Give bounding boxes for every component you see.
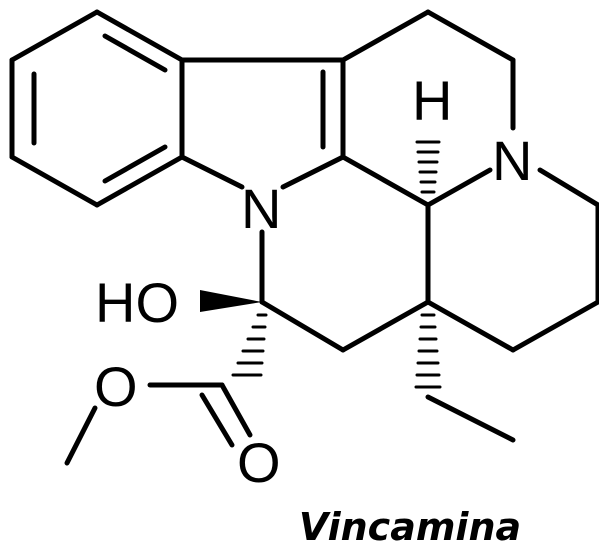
hashed-wedge-to-ethyl <box>414 313 442 389</box>
benzene-ring <box>9 9 185 208</box>
n-atom-label: N <box>492 129 532 192</box>
carbonyl-oxygen-label: O <box>237 431 281 494</box>
bond <box>94 9 185 63</box>
bond <box>340 154 431 208</box>
bond <box>259 299 346 353</box>
hashed-wedge-to-ester <box>231 313 268 377</box>
bond <box>280 154 346 190</box>
hydroxyl-label: HO <box>95 271 179 334</box>
h-atom-label: H <box>412 69 452 132</box>
bond <box>9 154 100 208</box>
compound-name: Vincamina <box>299 505 521 549</box>
ethyl-bond <box>425 394 516 443</box>
n-atom-label: N <box>241 177 281 240</box>
upper-ring <box>340 9 516 208</box>
solid-wedge-to-hydroxyl <box>200 290 262 312</box>
bond <box>510 299 599 353</box>
bond <box>537 167 599 208</box>
bond <box>340 299 431 353</box>
bond <box>179 154 245 190</box>
bond <box>219 382 253 438</box>
hashed-wedge-to-h <box>415 140 441 194</box>
bond <box>9 9 100 63</box>
piperidine-ring <box>425 167 599 353</box>
ester-oxygen-label: O <box>94 355 138 418</box>
double-bond-inner <box>102 144 168 184</box>
bond <box>94 154 185 208</box>
ester-group <box>64 382 253 466</box>
bond <box>64 405 98 466</box>
bond <box>340 9 431 63</box>
double-bond-inner <box>199 392 235 448</box>
central-ring <box>259 229 431 353</box>
bond <box>425 299 516 353</box>
bond <box>425 167 493 208</box>
pyrrole-ring <box>179 57 346 190</box>
double-bond-inner <box>102 33 168 73</box>
bond <box>425 9 516 63</box>
